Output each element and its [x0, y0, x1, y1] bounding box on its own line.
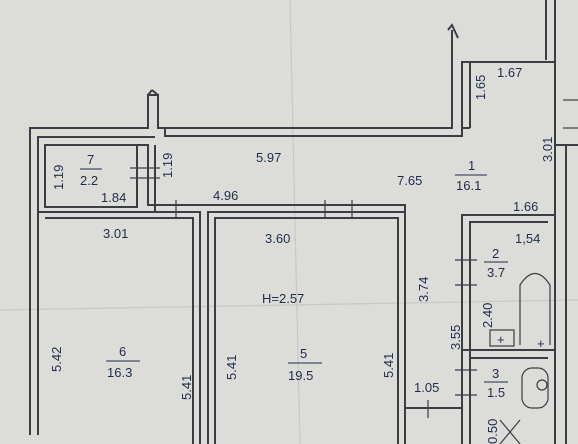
dim-label: 3.01: [103, 226, 128, 241]
dim-label: 5.42: [49, 347, 64, 372]
room-number: 6: [119, 344, 126, 359]
room-number: 7: [87, 152, 94, 167]
interior-walls: [38, 99, 578, 444]
room-area: 3.7: [487, 265, 505, 280]
plus-sign: +: [537, 336, 545, 351]
dim-label: 1.84: [101, 190, 126, 205]
room-area: 1.5: [487, 385, 505, 400]
room-area: 2.2: [80, 173, 98, 188]
dim-label: 1.67: [497, 65, 522, 80]
room-1-label: 1 16.1: [455, 158, 487, 193]
dim-label: 0.50: [485, 419, 500, 444]
dim-label: 5.41: [224, 355, 239, 380]
dim-label: 1.05: [414, 380, 439, 395]
room-6-label: 6 16.3: [106, 344, 140, 380]
dim-label: 1,54: [515, 231, 540, 246]
dim-label: 3.55: [448, 325, 463, 350]
dim-label: 1.65: [473, 75, 488, 100]
dim-label: 5.97: [256, 150, 281, 165]
room-number: 5: [300, 346, 307, 361]
room-3-label: 3 1.5: [484, 366, 508, 400]
ceiling-height: H=2.57: [262, 291, 304, 306]
dim-label: 7.65: [397, 173, 422, 188]
room-5-label: 5 19.5: [288, 346, 322, 383]
exterior-walls: [29, 0, 578, 444]
room-area: 16.3: [107, 365, 132, 380]
dim-label: 3.74: [416, 277, 431, 302]
room-number: 1: [468, 158, 475, 173]
plus-sign: +: [497, 332, 505, 347]
dimension-labels: 1.67 5.97 7.65 1.84 4.96 1.66 3.01 3.60 …: [49, 65, 555, 444]
dim-label: 4.96: [213, 188, 238, 203]
dim-label: 5.41: [179, 375, 194, 400]
room-2-label: 2 3.7: [484, 246, 508, 280]
room-7-label: 7 2.2: [80, 152, 102, 188]
room-area: 19.5: [288, 368, 313, 383]
dim-label: 5.41: [381, 353, 396, 378]
room-area: 16.1: [456, 178, 481, 193]
room-number: 2: [492, 246, 499, 261]
dim-label: 3.01: [540, 137, 555, 162]
dim-label: 3.60: [265, 231, 290, 246]
dim-label: 1.19: [160, 153, 175, 178]
dim-label: 2.40: [480, 303, 495, 328]
dim-label: 1.66: [513, 199, 538, 214]
room-number: 3: [492, 366, 499, 381]
dim-label: 1.19: [51, 165, 66, 190]
bath-fixtures: + +: [489, 272, 551, 444]
